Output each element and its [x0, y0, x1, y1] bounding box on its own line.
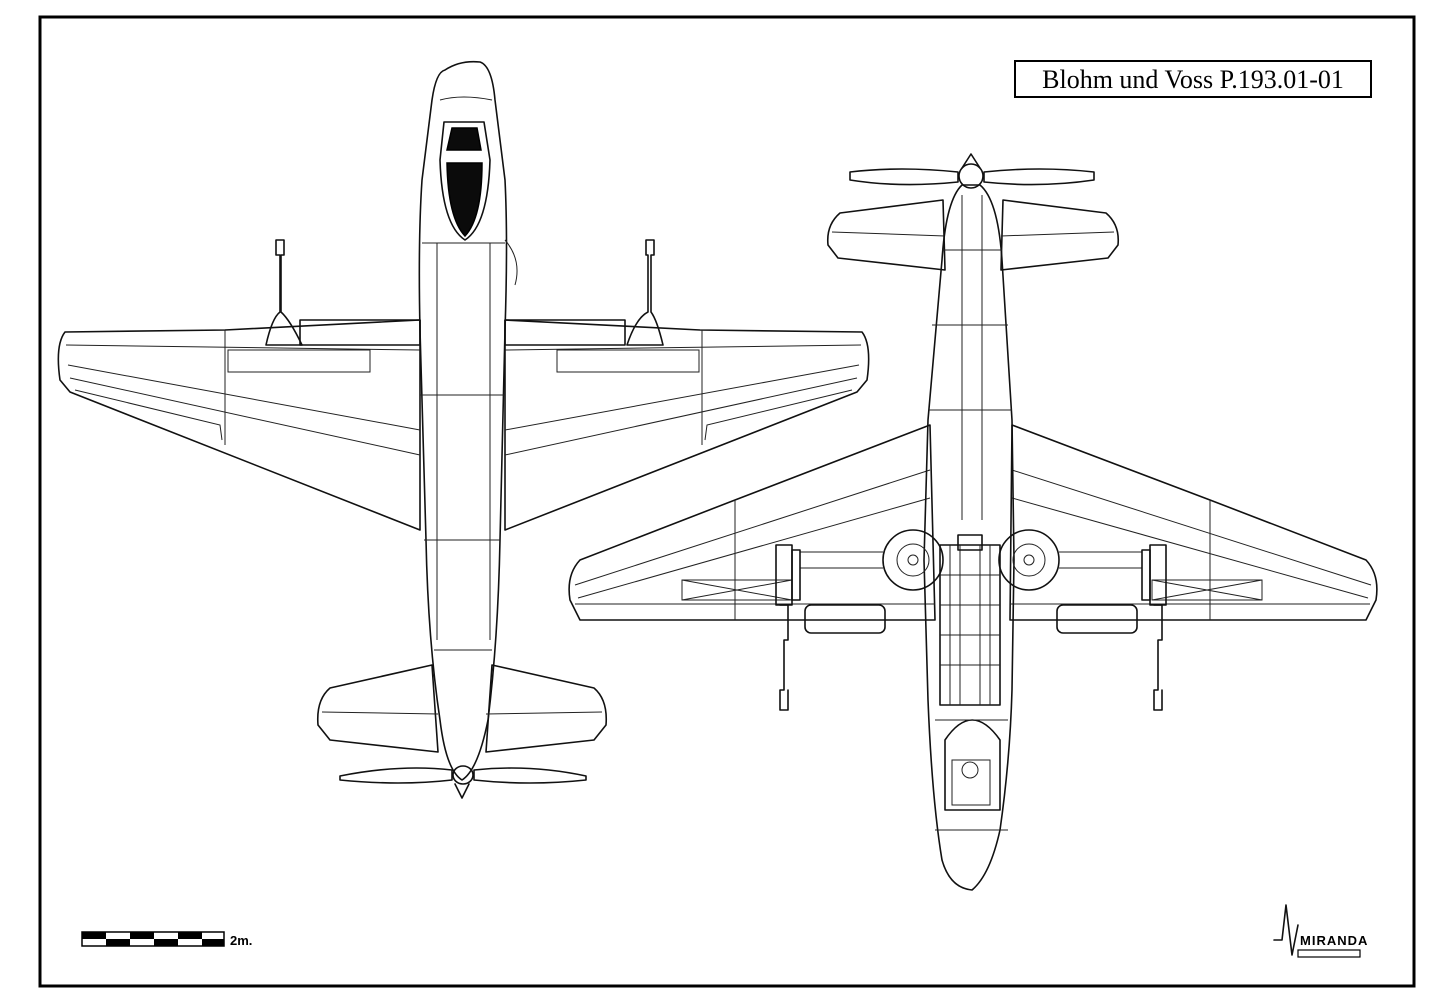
top-view-fuselage	[418, 60, 518, 781]
title-block: Blohm und Voss P.193.01-01	[1014, 60, 1372, 98]
signature-label: MIRANDA	[1300, 933, 1368, 948]
top-view-canopy	[439, 121, 491, 241]
scale-bar-label: 2m.	[230, 933, 252, 948]
bottom-view-fuselage	[923, 184, 1015, 891]
bottom-view-engine-bay	[935, 534, 1008, 831]
bottom-view-wing	[568, 424, 1378, 621]
bottom-view-propeller	[849, 153, 1095, 189]
top-view-tailplane	[316, 664, 608, 753]
title-label: Blohm und Voss P.193.01-01	[1042, 65, 1344, 94]
top-view-left-wing	[57, 319, 421, 531]
scale-bar: 2m.	[81, 931, 252, 948]
top-view-propeller	[339, 765, 587, 799]
bottom-view-tailplane	[826, 199, 1120, 271]
top-view	[57, 60, 870, 799]
bottom-view	[568, 153, 1378, 891]
top-view-wing-cannons	[265, 239, 664, 346]
top-view-right-wing	[504, 319, 870, 531]
artist-signature: MIRANDA	[1273, 904, 1368, 958]
bottom-view-main-wheels	[800, 529, 1142, 591]
bottom-view-wing-cannons	[775, 544, 1167, 711]
drawing-frame	[38, 15, 1416, 988]
